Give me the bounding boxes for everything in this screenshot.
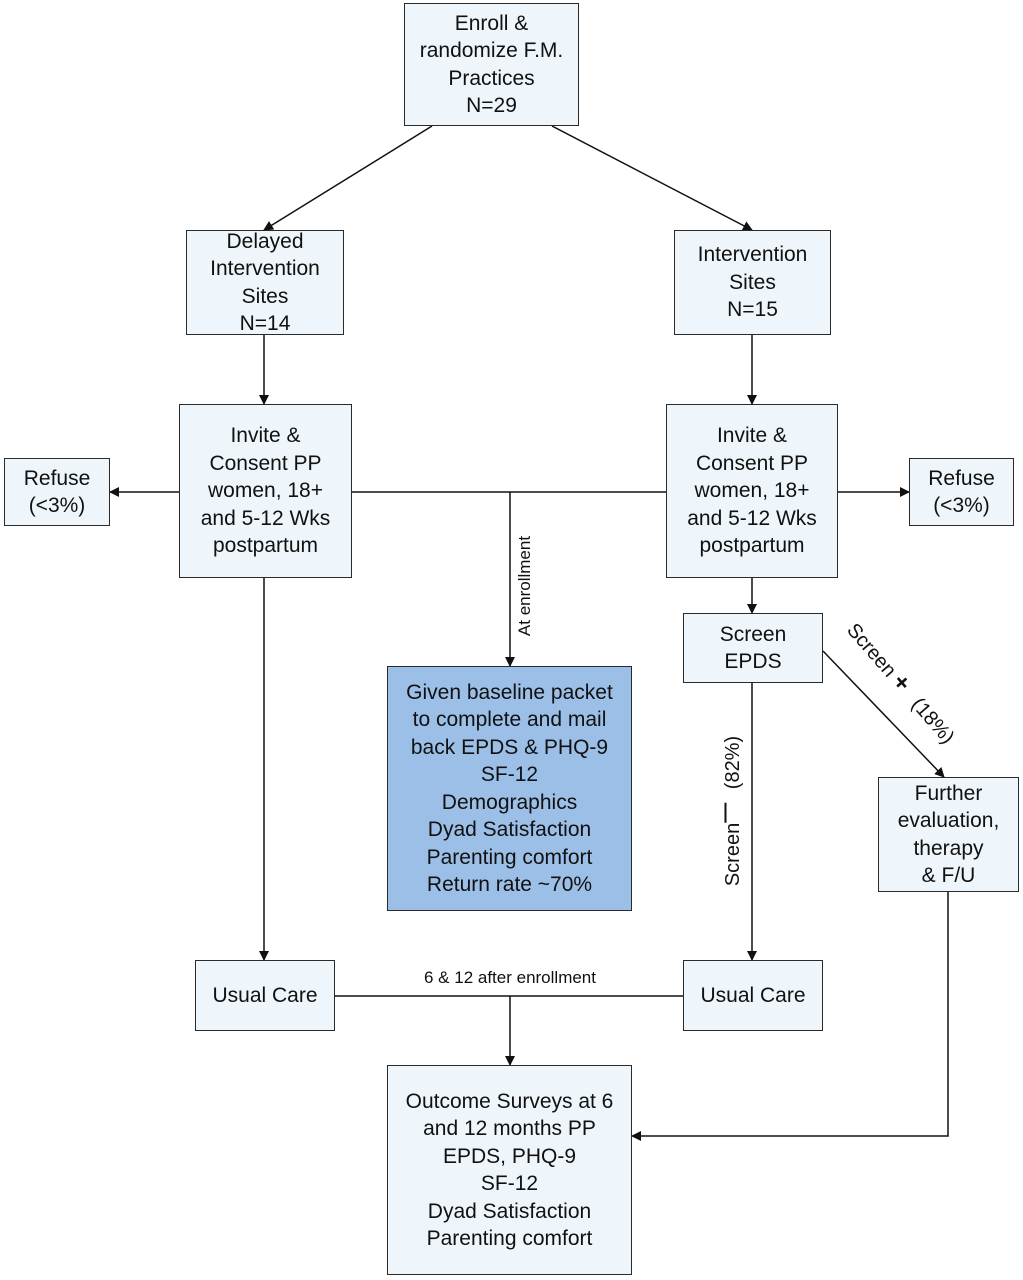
delayed-line: Sites — [241, 284, 289, 308]
invite-consent-right-box: Invite & Consent PP women, 18+ and 5-12 … — [666, 404, 838, 578]
usual-care-right-label: Usual Care — [700, 983, 806, 1007]
further-evaluation-box: Further evaluation, therapy & F/U — [878, 777, 1019, 892]
outcome-surveys-box: Outcome Surveys at 6 and 12 months PP EP… — [387, 1065, 632, 1275]
arrow-further-eval-to-outcome — [631, 892, 949, 1141]
enroll-box: Enroll & randomize F.M. Practices N=29 — [404, 3, 579, 126]
arrow-enroll-to-intervention — [551, 125, 753, 231]
usual-care-left-box: Usual Care — [195, 960, 335, 1031]
followup-label: 6 & 12 after enrollment — [395, 968, 625, 988]
outcome-line: Parenting comfort — [426, 1227, 593, 1250]
baseline-line: Return rate ~70% — [426, 873, 593, 896]
screen-epds-box: Screen EPDS — [683, 613, 823, 683]
invite-right-line: postpartum — [699, 534, 805, 558]
outcome-line: SF-12 — [480, 1172, 539, 1195]
outcome-line: Outcome Surveys at 6 — [405, 1089, 614, 1113]
screen-negative-label: Screen— (82%) — [714, 726, 746, 896]
minus-sign-icon: — — [714, 802, 736, 823]
invite-right-line: and 5-12 Wks — [687, 506, 817, 530]
invite-left-line: Consent PP — [209, 451, 322, 475]
invite-left-line: and 5-12 Wks — [200, 506, 331, 530]
enroll-line: Practices — [448, 66, 535, 90]
further-eval-line: evaluation, — [897, 809, 1000, 832]
invite-left-line: postpartum — [212, 534, 319, 558]
screen-epds-line: Screen — [719, 622, 787, 646]
further-eval-line: Further — [914, 781, 983, 805]
at-enrollment-text: At enrollment — [515, 535, 534, 637]
invite-right-line: Consent PP — [695, 451, 809, 475]
delayed-line: N=14 — [239, 312, 291, 335]
outcome-line: and 12 months PP — [423, 1117, 596, 1140]
usual-care-left-label: Usual Care — [212, 983, 318, 1007]
at-enrollment-label: At enrollment — [514, 531, 536, 641]
refuse-left-box: Refuse (<3%) — [4, 458, 110, 526]
delayed-line: Intervention — [210, 257, 320, 280]
enroll-line: randomize F.M. — [419, 39, 564, 62]
refuse-left-line: Refuse — [23, 466, 91, 490]
refuse-right-box: Refuse (<3%) — [909, 458, 1014, 526]
refuse-right-line: Refuse — [928, 466, 995, 490]
intervention-line: Sites — [729, 270, 776, 294]
intervention-sites-box: Intervention Sites N=15 — [674, 230, 831, 335]
outcome-line: Dyad Satisfaction — [427, 1199, 592, 1223]
delayed-intervention-sites-box: Delayed Intervention Sites N=14 — [186, 230, 344, 335]
baseline-line: Demographics — [441, 790, 578, 814]
baseline-line: to complete and mail — [412, 708, 607, 731]
followup-text: 6 & 12 after enrollment — [424, 968, 596, 987]
baseline-line: Given baseline packet — [406, 680, 613, 704]
screen-negative-pct: (82%) — [722, 735, 744, 790]
usual-care-right-box: Usual Care — [683, 960, 823, 1031]
invite-right-line: women, 18+ — [694, 479, 810, 503]
invite-consent-left-box: Invite & Consent PP women, 18+ and 5-12 … — [179, 404, 352, 578]
arrow-enroll-to-delayed — [263, 125, 433, 231]
intervention-line: N=15 — [727, 298, 778, 322]
arrow-screen-positive — [822, 650, 945, 778]
intervention-line: Intervention — [697, 243, 808, 267]
baseline-line: SF-12 — [480, 763, 539, 786]
enroll-line: N=29 — [466, 94, 517, 117]
baseline-line: back EPDS & PHQ-9 — [410, 735, 609, 759]
baseline-line: Dyad Satisfaction — [427, 818, 592, 841]
outcome-line: EPDS, PHQ-9 — [442, 1144, 577, 1168]
further-eval-line: & F/U — [921, 864, 976, 887]
enroll-line: Enroll & — [454, 11, 529, 35]
screen-epds-line: EPDS — [724, 650, 782, 673]
baseline-packet-box: Given baseline packet to complete and ma… — [387, 666, 632, 911]
invite-left-line: women, 18+ — [208, 479, 323, 503]
refuse-right-line: (<3%) — [933, 494, 990, 517]
refuse-left-line: (<3%) — [28, 494, 86, 517]
invite-right-line: Invite & — [716, 424, 788, 448]
baseline-line: Parenting comfort — [426, 845, 593, 869]
further-eval-line: therapy — [913, 836, 984, 860]
invite-left-line: Invite & — [230, 424, 301, 448]
delayed-line: Delayed — [226, 229, 304, 253]
screen-negative-word: Screen — [722, 822, 744, 887]
